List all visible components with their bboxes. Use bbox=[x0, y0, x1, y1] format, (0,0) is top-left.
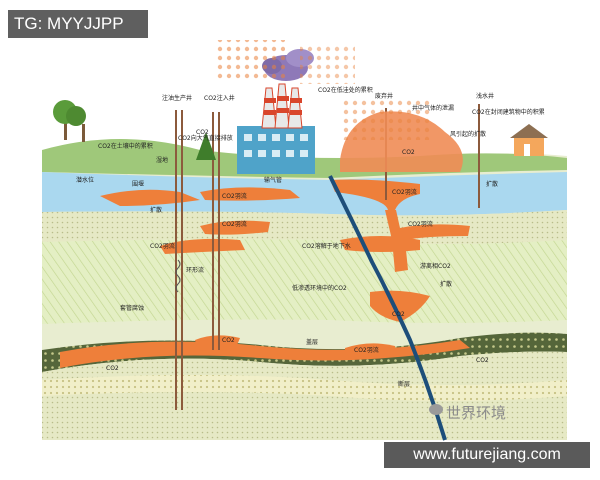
label-injection-well: CO2注入井 bbox=[204, 94, 235, 102]
label-diffusion-2: 扩散 bbox=[486, 180, 498, 188]
label-co2-d: CO2 bbox=[476, 357, 489, 364]
label-casing-corrosion: 套管腐蚀 bbox=[120, 304, 144, 312]
label-co2-e: CO2 bbox=[392, 311, 405, 318]
label-oilfield-well: 注油生产井 bbox=[162, 94, 192, 102]
house bbox=[510, 124, 548, 156]
label-co2-a: CO2 bbox=[196, 129, 209, 136]
label-diffusion-3: 扩散 bbox=[440, 280, 452, 288]
label-caprock: 盖层 bbox=[306, 338, 318, 346]
strata bbox=[42, 139, 567, 440]
label-buried-low: CO2在低洼处的累积 bbox=[318, 86, 373, 94]
label-co2-plume-2: CO2羽流 bbox=[392, 188, 417, 196]
label-abandoned-well: 废弃井 bbox=[375, 92, 393, 100]
ring-flow-arrows bbox=[175, 259, 181, 293]
label-low-perm: 低渗透环境中的CO2 bbox=[292, 284, 347, 292]
wechat-icon bbox=[429, 404, 443, 415]
label-co2-cloud: CO2 bbox=[402, 149, 415, 156]
label-gas-pipe: 输气管 bbox=[264, 176, 282, 184]
label-co2-c: CO2 bbox=[106, 365, 119, 372]
watermark-text: 世界环境 bbox=[446, 404, 507, 422]
label-shallow-well: 浅水井 bbox=[476, 92, 494, 100]
co2-dots-air bbox=[215, 40, 285, 80]
label-wetland: 湿地 bbox=[156, 156, 168, 164]
label-co2-plume-4: CO2羽流 bbox=[150, 242, 175, 250]
trees bbox=[53, 100, 216, 160]
label-co2-plume-3: CO2羽流 bbox=[222, 220, 247, 228]
website-banner: www.futurejiang.com bbox=[384, 442, 590, 468]
label-fault: 断层 bbox=[398, 380, 410, 388]
label-soil-accum: CO2在土壤中的累积 bbox=[98, 142, 153, 150]
label-co2-plume-5: CO2羽流 bbox=[408, 220, 433, 228]
label-co2-plume-6: CO2羽流 bbox=[354, 346, 379, 354]
wells bbox=[175, 104, 480, 410]
label-basement-accum: CO2在封闭建筑物中的积累 bbox=[472, 108, 545, 116]
label-free-co2: 游离相CO2 bbox=[420, 262, 451, 270]
label-dissolved: CO2溶解于地下水 bbox=[302, 242, 351, 250]
label-diffusion-1: 扩散 bbox=[150, 206, 162, 214]
co2-dots-air-2 bbox=[300, 46, 355, 84]
label-co2-b: CO2 bbox=[222, 337, 235, 344]
fault-line bbox=[328, 175, 447, 441]
label-wind: 风引起的扩散 bbox=[450, 130, 486, 138]
label-leak-air: CO2向大气直接排放 bbox=[178, 134, 233, 142]
label-water-table: 潜水位 bbox=[76, 176, 94, 184]
label-ring-flow: 环形流 bbox=[186, 266, 204, 274]
label-gas-leak: 井中气体的泄漏 bbox=[412, 104, 454, 112]
label-co2-plume-1: CO2羽流 bbox=[222, 192, 247, 200]
co2-cloud-dots bbox=[340, 100, 430, 140]
label-pool: 围堰 bbox=[132, 180, 144, 188]
tag-label: TG: MYYJJPP bbox=[8, 10, 148, 38]
